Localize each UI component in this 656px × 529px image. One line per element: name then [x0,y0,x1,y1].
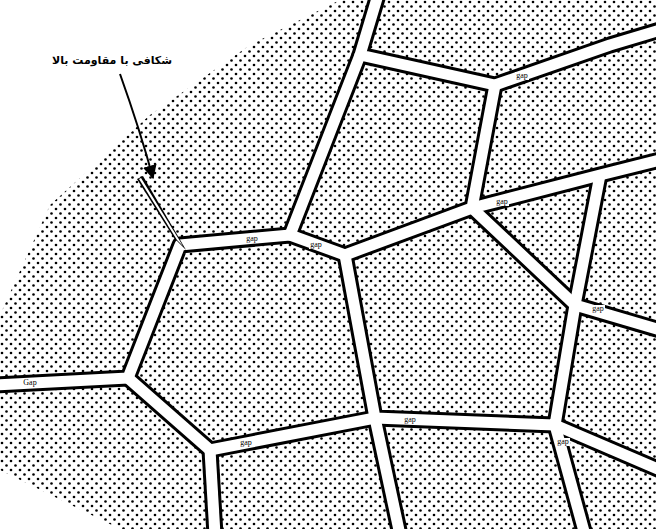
gap-label: gap [245,235,259,243]
gap-label: gap [591,305,605,313]
tapered-boundary-gap [139,178,183,246]
gap-label: gap [309,241,323,249]
tapered-boundary-outline [137,176,186,250]
gap-label: gap [403,416,417,424]
leader-arrow [120,74,153,178]
gap-label: gap [495,198,509,206]
gap-label: gap [515,72,529,80]
gap-label: gap [239,439,253,447]
gap-label: gap [556,438,570,446]
callout-label: شکافی با مقاومت بالا [50,54,174,67]
gap-label: Gap [22,379,37,387]
